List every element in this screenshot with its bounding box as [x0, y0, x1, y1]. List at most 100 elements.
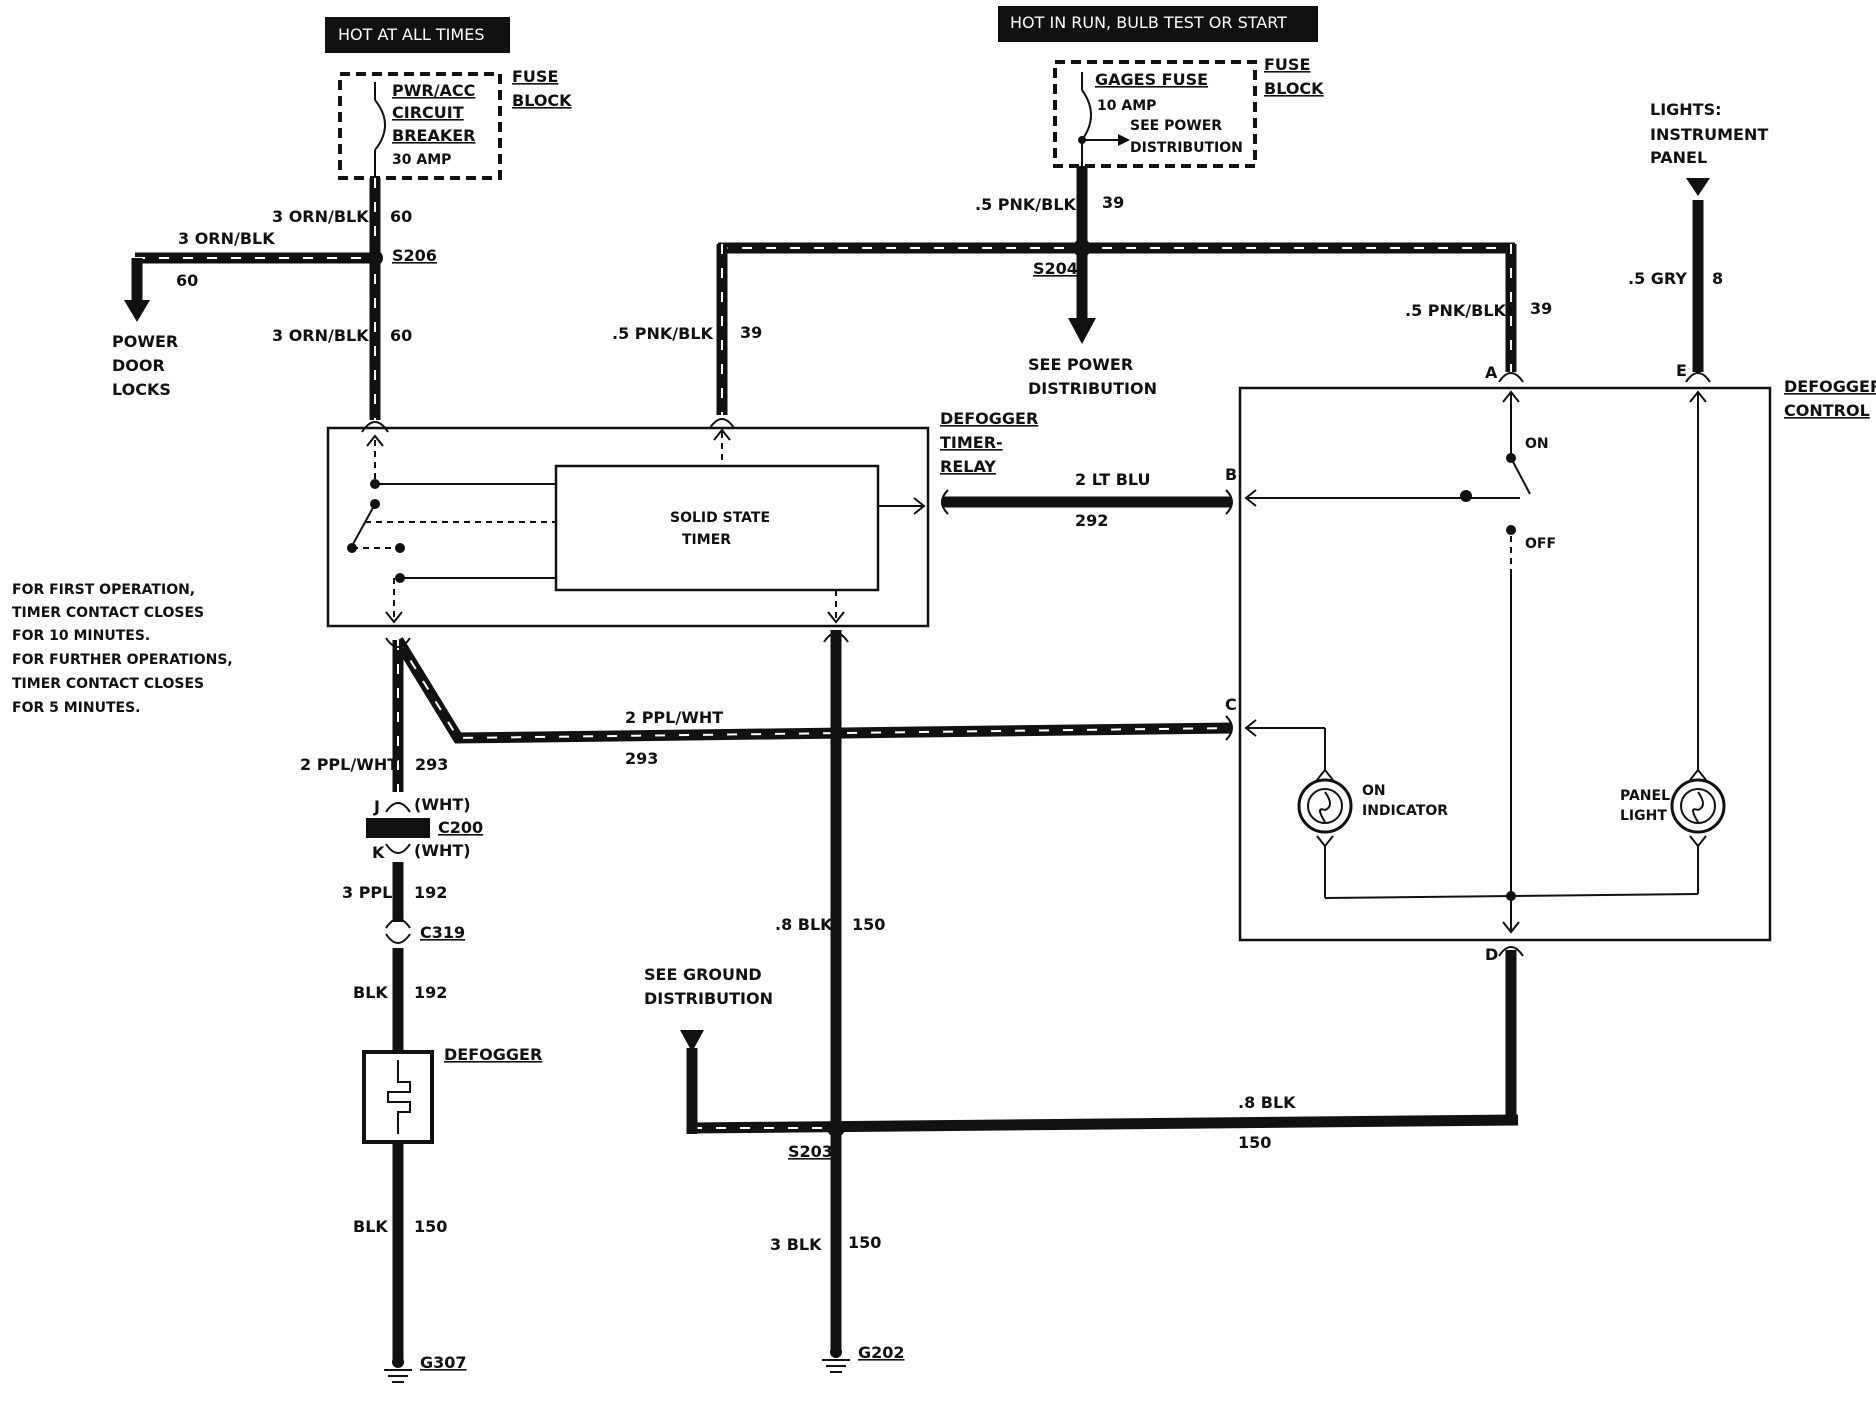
svg-text:DEFOGGER: DEFOGGER	[1784, 377, 1876, 396]
svg-text:HOT AT ALL TIMES: HOT AT ALL TIMES	[338, 25, 484, 44]
wire-192b-color: BLK	[353, 983, 388, 1002]
connector-c200-wht-bottom: (WHT)	[414, 841, 471, 860]
wire-150-defogger-circuit: 150	[414, 1217, 447, 1236]
wire-150-defogger-color: BLK	[353, 1217, 388, 1236]
wire-8-circuit: 8	[1712, 269, 1723, 288]
connector-c200-wht-top: (WHT)	[414, 795, 471, 814]
fuse-block-right-label-2: BLOCK	[1264, 79, 1324, 98]
control-pin-c: C	[1225, 695, 1237, 714]
svg-text:30 AMP: 30 AMP	[392, 152, 451, 168]
svg-text:BREAKER: BREAKER	[392, 126, 475, 145]
wire-60-low-circuit: 60	[390, 326, 412, 345]
ground-g202: G202	[858, 1343, 905, 1362]
svg-text:SEE POWER: SEE POWER	[1028, 355, 1133, 374]
wire-292-color: 2 LT BLU	[1075, 470, 1151, 489]
control-pin-e: E	[1676, 361, 1687, 380]
wire-39	[709, 166, 1524, 429]
instrument-panel-arrow	[1686, 178, 1710, 196]
svg-text:DISTRIBUTION: DISTRIBUTION	[644, 989, 773, 1008]
connector-c200	[366, 802, 430, 854]
wire-39-top-color: .5 PNK/BLK	[975, 195, 1077, 214]
wire-60-branch-color: 3 ORN/BLK	[178, 229, 275, 248]
operation-note: FOR FIRST OPERATION, TIMER CONTACT CLOSE…	[12, 582, 233, 716]
svg-text:ON: ON	[1525, 436, 1549, 452]
wire-150-main	[680, 630, 1524, 1352]
defogger-control-label: DEFOGGER CONTROL	[1784, 377, 1876, 420]
svg-text:PWR/ACC: PWR/ACC	[392, 81, 475, 100]
fuse-block-right: GAGES FUSE 10 AMP SEE POWER DISTRIBUTION	[1053, 60, 1257, 168]
ground-g307: G307	[420, 1353, 467, 1372]
wire-8	[1685, 200, 1711, 383]
svg-text:POWER: POWER	[112, 332, 178, 351]
ground-icon	[822, 1346, 850, 1373]
splice-s204: S204	[1033, 259, 1078, 278]
defogger-control: ON OFF ON INDICATOR PANEL LIGHT	[1238, 386, 1772, 942]
svg-text:SEE GROUND: SEE GROUND	[644, 965, 762, 984]
wire-150-s203-color: 3 BLK	[770, 1235, 822, 1254]
svg-text:INSTRUMENT: INSTRUMENT	[1650, 125, 1768, 144]
control-pin-d: D	[1485, 945, 1498, 964]
svg-text:SEE POWER: SEE POWER	[1130, 118, 1222, 134]
svg-text:HOT IN RUN, BULB TEST OR START: HOT IN RUN, BULB TEST OR START	[1010, 13, 1287, 32]
svg-text:ON: ON	[1362, 783, 1386, 799]
wire-39-top-circuit: 39	[1102, 193, 1124, 212]
wire-150-mid-circuit: 150	[852, 915, 885, 934]
wire-150-s203-circuit: 150	[848, 1233, 881, 1252]
wire-293	[385, 637, 1233, 792]
wire-150-mid-color: .8 BLK	[775, 915, 833, 934]
connector-c200-label: C200	[438, 818, 483, 837]
wire-150-bottom-circuit: 150	[1238, 1133, 1271, 1152]
wire-192b-circuit: 192	[414, 983, 447, 1002]
control-pin-b: B	[1225, 465, 1237, 484]
svg-text:PANEL: PANEL	[1650, 148, 1707, 167]
splice-s203: S203	[788, 1142, 833, 1161]
wire-293-left-color: 2 PPL/WHT	[300, 755, 398, 774]
svg-text:CIRCUIT: CIRCUIT	[392, 103, 464, 122]
wire-293-left-circuit: 293	[415, 755, 448, 774]
wire-39-left-color: .5 PNK/BLK	[612, 324, 714, 343]
ground-icon	[384, 1356, 412, 1383]
svg-text:PANEL: PANEL	[1620, 788, 1670, 804]
wire-192-circuit: 192	[414, 883, 447, 902]
connector-c319: C319	[420, 923, 465, 942]
svg-text:TIMER: TIMER	[682, 532, 731, 548]
wire-192-color: 3 PPL	[342, 883, 392, 902]
header-hot-at-all-times: HOT AT ALL TIMES	[325, 17, 510, 53]
wire-60	[124, 178, 389, 433]
svg-text:FOR FIRST OPERATION,: FOR FIRST OPERATION,	[12, 582, 195, 598]
see-ground-distribution-label: SEE GROUND DISTRIBUTION	[644, 965, 773, 1008]
svg-text:DOOR: DOOR	[112, 356, 165, 375]
svg-text:INDICATOR: INDICATOR	[1362, 803, 1448, 819]
svg-text:TIMER CONTACT CLOSES: TIMER CONTACT CLOSES	[12, 605, 204, 621]
svg-text:LIGHTS:: LIGHTS:	[1650, 100, 1722, 119]
svg-text:OFF: OFF	[1525, 536, 1556, 552]
svg-text:TIMER-: TIMER-	[940, 433, 1003, 452]
svg-text:GAGES FUSE: GAGES FUSE	[1095, 70, 1208, 89]
fuse-block-left: PWR/ACC CIRCUIT BREAKER 30 AMP	[338, 72, 502, 180]
wire-60-low-color: 3 ORN/BLK	[272, 326, 369, 345]
svg-text:FOR 10 MINUTES.: FOR 10 MINUTES.	[12, 628, 150, 644]
svg-text:SOLID STATE: SOLID STATE	[670, 510, 770, 526]
defogger-grid	[362, 1050, 434, 1144]
wire-292-circuit: 292	[1075, 511, 1108, 530]
defogger-timer-relay-label: DEFOGGER TIMER- RELAY	[940, 409, 1038, 476]
see-power-distribution-label: SEE POWER DISTRIBUTION	[1028, 355, 1157, 398]
connector-c200-k: K	[372, 843, 385, 862]
lights-instrument-panel-label: LIGHTS: INSTRUMENT PANEL	[1650, 100, 1768, 167]
wire-8-color: .5 GRY	[1628, 269, 1687, 288]
wire-292	[941, 489, 1233, 515]
wire-192	[385, 862, 411, 1052]
svg-text:DISTRIBUTION: DISTRIBUTION	[1028, 379, 1157, 398]
wire-293-mid-color: 2 PPL/WHT	[625, 708, 723, 727]
svg-text:10 AMP: 10 AMP	[1097, 98, 1156, 114]
svg-text:RELAY: RELAY	[940, 457, 996, 476]
defogger-label: DEFOGGER	[444, 1045, 542, 1064]
wire-60-top-color: 3 ORN/BLK	[272, 207, 369, 226]
svg-text:LIGHT: LIGHT	[1620, 808, 1667, 824]
connector-c200-j: J	[373, 797, 380, 816]
defogger-timer-relay: SOLID STATE TIMER	[326, 426, 930, 628]
svg-text:DISTRIBUTION: DISTRIBUTION	[1130, 140, 1243, 156]
wire-293-mid-circuit: 293	[625, 749, 658, 768]
svg-text:DEFOGGER: DEFOGGER	[940, 409, 1038, 428]
